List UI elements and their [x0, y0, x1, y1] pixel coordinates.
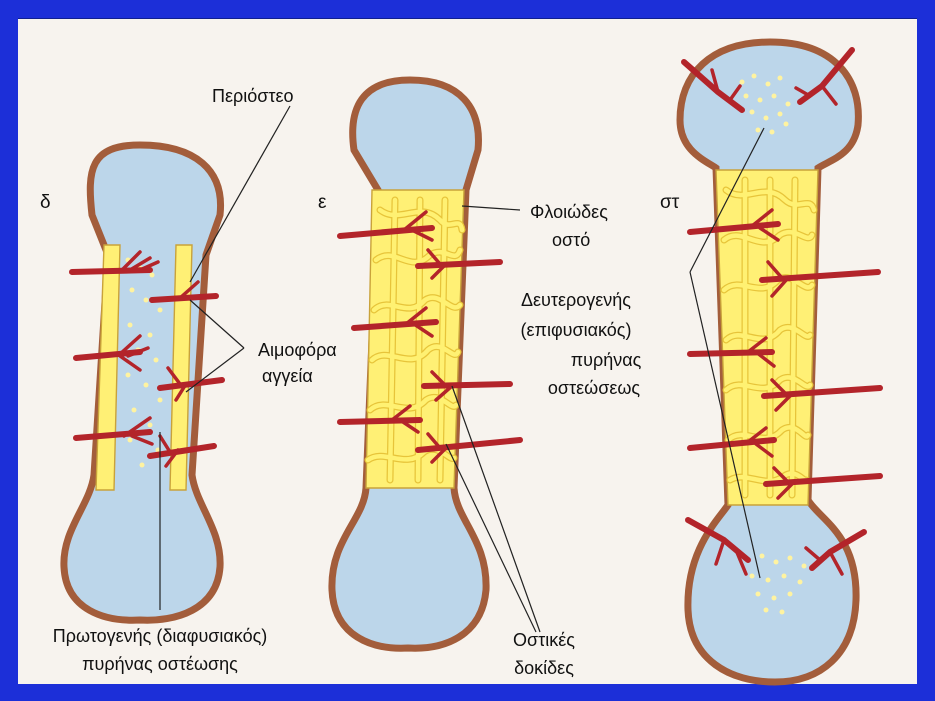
label-secondary-center-line1: Δευτερογενής	[521, 290, 631, 310]
label-trabeculae-line1: Οστικές	[513, 630, 575, 650]
stage-label-st: στ	[660, 192, 680, 213]
label-primary-center-line2: πυρήνας οστέωσης	[82, 654, 238, 674]
bone-stage-e	[332, 80, 520, 648]
label-blood-vessels-line2: αγγεία	[262, 366, 313, 386]
label-primary-center-line1: Πρωτογενής (διαφυσιακός)	[53, 626, 268, 646]
label-cortical-bone-line2: οστό	[552, 230, 590, 250]
label-blood-vessels-line1: Αιμοφόρα	[258, 340, 337, 360]
label-trabeculae-line2: δοκίδες	[514, 658, 574, 678]
label-secondary-center-line2: (επιφυσιακός)	[521, 320, 632, 340]
stage-label-d: δ	[40, 192, 51, 213]
label-secondary-center-line4: οστεώσεως	[548, 378, 640, 398]
label-cortical-bone-line1: Φλοιώδες	[530, 202, 608, 222]
stage-label-e: ε	[318, 192, 327, 213]
label-periosteum: Περιόστεο	[212, 86, 294, 106]
label-secondary-center-line3: πυρήνας	[571, 350, 642, 370]
